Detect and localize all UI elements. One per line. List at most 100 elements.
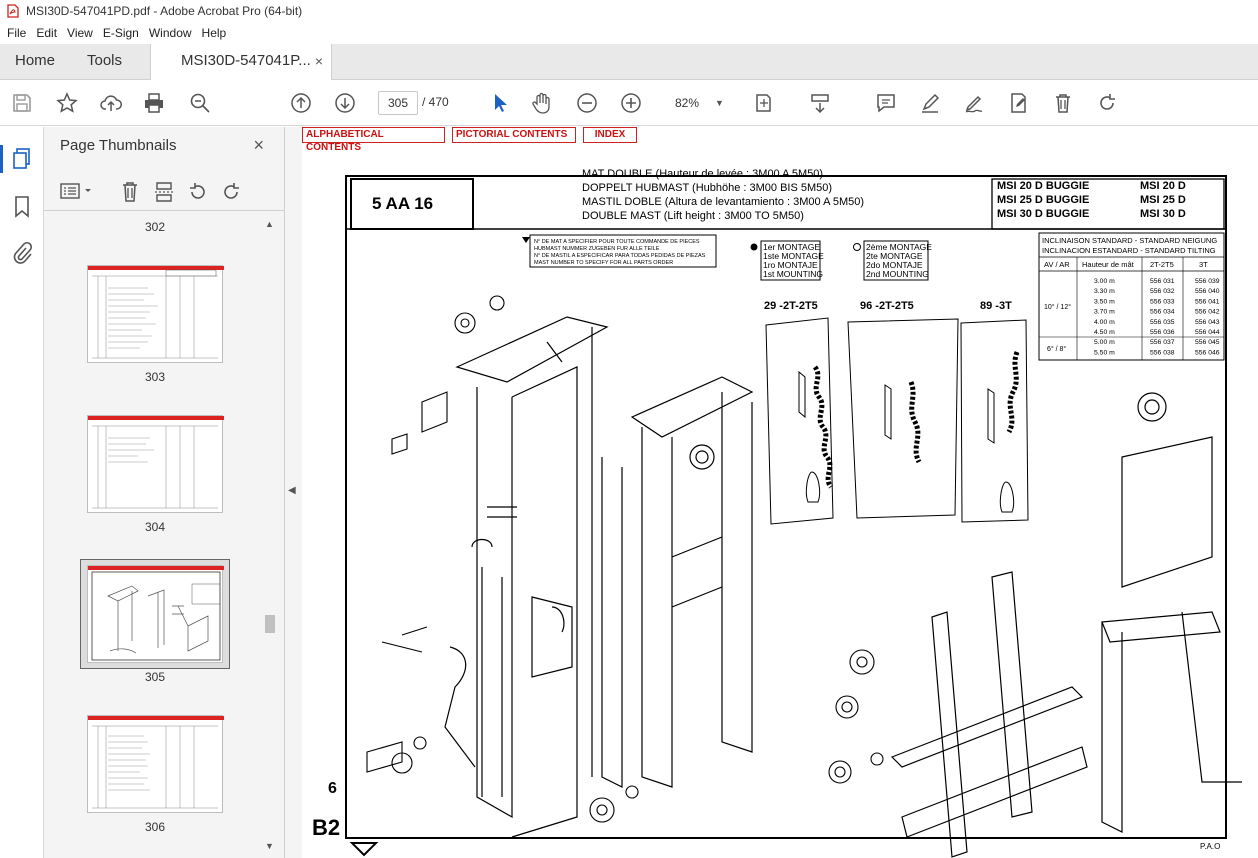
delete-trash-icon[interactable]	[1051, 91, 1075, 115]
tab-home[interactable]: Home	[15, 52, 56, 69]
print-icon[interactable]	[142, 91, 166, 115]
chevron-down-icon: ▼	[715, 98, 724, 108]
menu-edit[interactable]: Edit	[36, 26, 58, 40]
tilt-table-cell: 556 044	[1195, 329, 1220, 336]
tilt-table-cell: 556 038	[1150, 349, 1175, 356]
tilt-table-frame	[1038, 232, 1225, 361]
parts-page: 5 AA 16 MAT DOUBLE (Hauteur de levée : 3…	[312, 168, 1242, 858]
tilt-table-cell: 3.70 m	[1094, 309, 1115, 316]
scroll-mode-icon[interactable]	[808, 91, 832, 115]
page-number-input[interactable]: 305	[378, 91, 418, 115]
close-panel-icon[interactable]: ×	[253, 135, 264, 155]
model-left-1: MSI 20 D BUGGIE	[997, 180, 1089, 192]
inner-mast-drawing	[601, 376, 754, 788]
previous-page-icon[interactable]	[289, 91, 313, 115]
page-fit-icon[interactable]	[752, 91, 776, 115]
title-bar: MSI30D-547041PD.pdf - Adobe Acrobat Pro …	[0, 0, 1258, 22]
tab-document-label: MSI30D-547041P...	[181, 52, 311, 69]
title-es: MASTIL DOBLE (Altura de levantamiento : …	[582, 196, 864, 208]
tilt-col-height: Hauteur de mât	[1082, 260, 1135, 269]
tab-tools[interactable]: Tools	[87, 52, 123, 69]
rotate-counterclockwise-icon[interactable]	[187, 181, 209, 206]
thumbnail-page-304[interactable]	[87, 415, 224, 513]
redo-icon[interactable]	[1095, 91, 1119, 115]
tilt-header-1: INCLINAISON STANDARD - STANDARD NEIGUNG	[1042, 236, 1217, 245]
mount2-es: 2do MONTAJE	[866, 260, 923, 270]
page-thumbnails-panel: Page Thumbnails × 302 303	[44, 127, 285, 858]
zoom-in-icon[interactable]	[619, 91, 643, 115]
collapse-panel-arrow-icon[interactable]: ◀	[288, 485, 296, 496]
menu-window[interactable]: Window	[148, 26, 192, 40]
notice-line-3: N° DE MASTIL A ESPECIFICAR PARA TODAS PE…	[534, 253, 706, 259]
scroll-down-arrow-icon[interactable]: ▼	[265, 841, 274, 851]
tilt-table-cell: 556 046	[1195, 349, 1220, 356]
thumbnail-page-305-selected[interactable]	[87, 565, 224, 663]
zoom-level-select[interactable]: 82%▼	[665, 91, 735, 115]
chain-label-96: 96 -2T-2T5	[860, 300, 914, 312]
thumbnail-page-306[interactable]	[87, 715, 224, 813]
scrollbar-thumb[interactable]	[265, 615, 275, 633]
notice-line-4: MAST NUMBER TO SPECIFY FOR ALL PARTS ORD…	[534, 260, 673, 266]
model-box	[991, 178, 1225, 230]
second-mount-box	[863, 240, 929, 281]
tab-document[interactable]: MSI30D-547041P... ×	[150, 44, 332, 80]
tilt-table-cell: 556 032	[1150, 288, 1175, 295]
document-view[interactable]: ALPHABETICAL CONTENTS PICTORIAL CONTENTS…	[302, 127, 1258, 858]
zoom-search-icon[interactable]	[188, 91, 212, 115]
page-frame	[345, 175, 1227, 839]
tilt-table-cell: 3.00 m	[1094, 278, 1115, 285]
tilt-table-cell: 556 037	[1150, 339, 1175, 346]
menu-file[interactable]: File	[7, 26, 27, 40]
tilt-table-cell: 556 034	[1150, 309, 1175, 316]
bookmarks-icon[interactable]	[12, 195, 32, 222]
panel-splitter[interactable]: ◀	[285, 127, 302, 858]
scroll-up-arrow-icon[interactable]: ▲	[265, 219, 274, 229]
next-page-icon[interactable]	[333, 91, 357, 115]
code-box	[350, 178, 474, 230]
attachments-paperclip-icon[interactable]	[11, 241, 33, 268]
mount1-en: 1st MOUNTING	[763, 269, 823, 279]
save-icon[interactable]	[10, 91, 34, 115]
acrobat-pdf-icon	[6, 4, 20, 18]
alphabetical-contents-link[interactable]: ALPHABETICAL CONTENTS	[302, 127, 445, 153]
model-left-3: MSI 30 D BUGGIE	[997, 208, 1089, 220]
tilt-table-cell: 556 031	[1150, 278, 1175, 285]
thumbnail-page-303[interactable]	[87, 265, 224, 363]
sign-pen-icon[interactable]	[962, 91, 986, 115]
tilt-table-cell: 3.50 m	[1094, 298, 1115, 305]
menu-view[interactable]: View	[67, 26, 93, 40]
pictorial-contents-link[interactable]: PICTORIAL CONTENTS	[452, 127, 576, 143]
down-arrow-icon	[349, 842, 379, 857]
model-right-3: MSI 30 D	[1140, 208, 1186, 220]
select-cursor-icon[interactable]	[488, 91, 512, 115]
highlight-pen-icon[interactable]	[918, 91, 942, 115]
index-link[interactable]: INDEX	[583, 127, 637, 143]
notice-line-1: N° DE MAT A SPECIFIER POUR TOUTE COMMAND…	[534, 239, 700, 245]
menu-esign[interactable]: E-Sign	[102, 26, 139, 40]
zoom-out-icon[interactable]	[575, 91, 599, 115]
delete-pages-trash-icon[interactable]	[120, 181, 140, 206]
thumbnail-preview	[88, 266, 224, 359]
comment-icon[interactable]	[874, 91, 898, 115]
extract-pages-icon[interactable]	[154, 181, 174, 206]
upload-cloud-icon[interactable]	[99, 91, 123, 115]
hand-tool-icon[interactable]	[530, 91, 554, 115]
notice-line-2: HUBMAST NUMMER ZUGEBEN FUR ALLE TEILE	[534, 246, 660, 252]
page-thumbnails-icon[interactable]	[11, 147, 33, 174]
tilt-table-cell: 556 036	[1150, 329, 1175, 336]
model-right-2: MSI 25 D	[1140, 194, 1186, 206]
tilt-header-2: INCLINACION ESTANDARD - STANDARD TILTING	[1042, 246, 1216, 255]
chain-label-29: 29 -2T-2T5	[764, 300, 818, 312]
fork-carriage-drawing	[890, 392, 1242, 858]
bookmark-star-icon[interactable]	[55, 91, 79, 115]
chain-box-89	[960, 319, 1029, 523]
rotate-clockwise-icon[interactable]	[220, 181, 242, 206]
close-tab-icon[interactable]: ×	[314, 53, 323, 69]
tilt-table-cell: 556 043	[1195, 319, 1220, 326]
thumbnail-options-icon[interactable]	[60, 181, 94, 204]
edit-pdf-icon[interactable]	[1007, 91, 1031, 115]
menu-help[interactable]: Help	[201, 26, 227, 40]
thumb-label-306: 306	[144, 820, 166, 834]
thumbnail-scrollbar[interactable]: ▲ ▼	[263, 219, 275, 858]
tilt-col-2t: 2T-2T5	[1150, 260, 1174, 269]
